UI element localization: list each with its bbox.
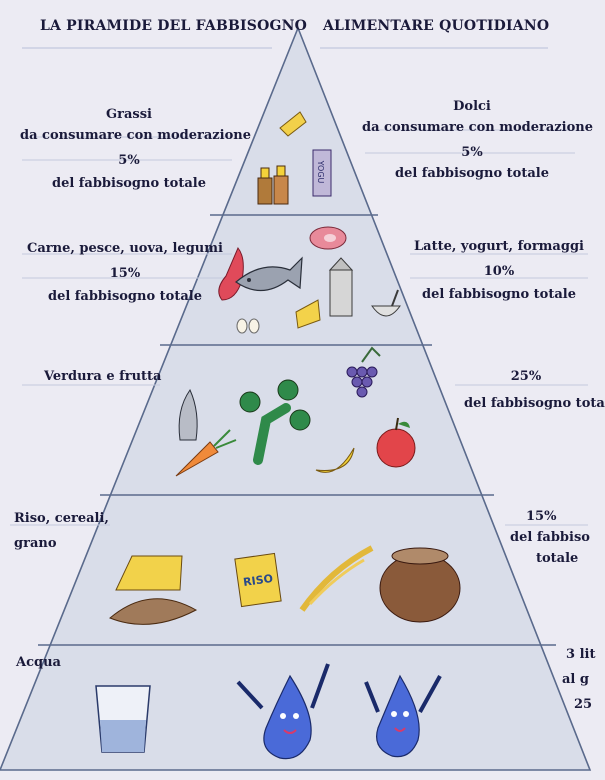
- label-latte-name: Latte, yogurt, formaggi: [414, 239, 584, 254]
- label-riso-line3-right: totale: [536, 551, 579, 566]
- label-acqua-right: 3 lit al g 25: [562, 644, 596, 715]
- label-latte-pct: 10%: [483, 264, 515, 279]
- label-grassi-suffix: del fabbisogno totale: [51, 176, 206, 191]
- label-dolci-name: Dolci: [453, 99, 491, 114]
- bowl-icon: [371, 289, 401, 317]
- label-acqua-line3: 25: [574, 697, 593, 712]
- yogurt-pack-icon: YOGU: [312, 149, 332, 197]
- cheese-icon: [295, 299, 321, 329]
- label-verdura-suffix: del fabbisogno tota: [464, 396, 605, 411]
- label-riso-right: 15% del fabbiso totale: [510, 506, 590, 569]
- riso-box-icon: RISO: [234, 552, 282, 608]
- label-verdura-right: 25% del fabbisogno tota: [464, 366, 605, 414]
- label-dolci-pct: 5%: [461, 145, 483, 160]
- label-carne: Carne, pesce, uova, legumi 15% del fabbi…: [18, 238, 232, 307]
- label-riso: Riso, cereali, grano: [14, 508, 109, 554]
- label-riso-pct: 15%: [526, 509, 557, 524]
- riso-box-label: RISO: [242, 572, 273, 589]
- label-dolci-note: da consumare con moderazione: [362, 120, 594, 135]
- label-acqua-line2: al g: [562, 672, 589, 687]
- label-verdura: Verdura e frutta: [44, 369, 162, 384]
- label-carne-name: Carne, pesce, uova, legumi: [27, 241, 223, 256]
- label-dolci: Dolci da consumare con moderazione 5% de…: [362, 96, 594, 184]
- banana-icon: [315, 447, 355, 473]
- apple-icon: [376, 417, 416, 468]
- bread-icon: [109, 555, 198, 625]
- label-grassi-pct: 5%: [118, 153, 140, 168]
- carrot-icon: [175, 429, 237, 477]
- label-rules: [10, 129, 588, 526]
- grapes-icon: [346, 346, 381, 398]
- label-carne-pct: 15%: [109, 266, 141, 281]
- title-right: ALIMENTARE QUOTIDIANO: [323, 18, 550, 34]
- wheat-icon: [299, 545, 374, 612]
- yogurt-pack-label: YOGU: [316, 160, 325, 184]
- label-grassi-note: da consumare con moderazione: [20, 128, 252, 143]
- label-acqua-line1: 3 lit: [566, 647, 596, 662]
- label-grassi-name: Grassi: [106, 107, 152, 122]
- broccoli-icon: [239, 379, 311, 465]
- pyramid-svg: YOGU: [0, 25, 592, 771]
- sack-icon: [379, 547, 461, 623]
- label-dolci-suffix: del fabbisogno totale: [394, 166, 549, 181]
- label-riso-line1: Riso, cereali,: [14, 511, 109, 526]
- water-drop-icon: [364, 674, 442, 758]
- label-latte: Latte, yogurt, formaggi 10% del fabbisog…: [410, 236, 588, 305]
- label-grassi: Grassi da consumare con moderazione 5% d…: [20, 104, 252, 194]
- water-glass-icon: [95, 685, 151, 753]
- pyramid-drawing: YOGU: [0, 18, 605, 771]
- label-carne-suffix: del fabbisogno totale: [47, 289, 202, 304]
- leek-icon: [178, 388, 198, 441]
- butter-icon: [279, 111, 307, 137]
- eggs-icon: [236, 318, 260, 334]
- ham-icon: [309, 226, 347, 250]
- title-left: LA PIRAMIDE DEL FABBISOGNO: [40, 18, 308, 34]
- label-verdura-pct: 25%: [510, 369, 542, 384]
- label-latte-suffix: del fabbisogno totale: [421, 287, 576, 302]
- fish-icon: [235, 256, 303, 292]
- milk-carton-icon: [328, 257, 354, 317]
- label-riso-line2: grano: [14, 536, 57, 551]
- label-riso-line2-right: del fabbiso: [510, 530, 590, 545]
- label-acqua: Acqua: [16, 655, 61, 670]
- water-drop-icon: [236, 663, 330, 760]
- chicken-leg-icon: [218, 247, 244, 301]
- oil-bottles-icon: [257, 165, 289, 205]
